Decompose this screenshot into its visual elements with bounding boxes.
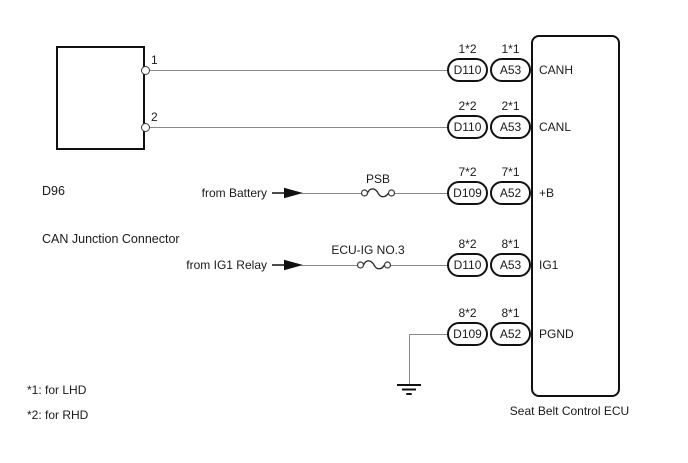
wire-pgnd-drop <box>409 334 410 385</box>
connector-oval: A53 <box>490 253 531 277</box>
junction-pin1-terminal <box>141 66 150 75</box>
fuse-label-ecu-ig: ECU-IG NO.3 <box>331 243 405 257</box>
connector-oval: D109 <box>447 322 488 346</box>
junction-id: D96 <box>42 184 65 198</box>
fuse-label-psb: PSB <box>365 172 390 186</box>
pin-tag: 8*2 <box>458 306 477 320</box>
pin-tag: 7*2 <box>458 165 477 179</box>
connector-oval: A53 <box>490 58 531 82</box>
connector-oval: D110 <box>447 115 488 139</box>
junction-pin2-terminal <box>141 123 150 132</box>
pin-tag: 1*2 <box>458 42 477 56</box>
ecu-pin-label: IG1 <box>539 258 559 272</box>
wire-pgnd <box>409 334 449 335</box>
junction-pin1-number: 1 <box>151 53 158 67</box>
connector-oval: D109 <box>447 181 488 205</box>
flow-arrow-icon <box>272 187 303 199</box>
pin-tag: 2*2 <box>458 99 477 113</box>
ecu-pin-label: +B <box>539 186 555 200</box>
ecu-pin-label: CANH <box>539 63 574 77</box>
fuse-icon <box>360 187 396 199</box>
connector-oval: A52 <box>490 181 531 205</box>
pin-tag: 2*1 <box>501 99 520 113</box>
ecu-box <box>531 35 620 397</box>
connector-oval: A52 <box>490 322 531 346</box>
ecu-pin-label: PGND <box>539 327 574 341</box>
pin-tag: 1*1 <box>501 42 520 56</box>
fuse-icon <box>356 259 392 271</box>
junction-pin2-number: 2 <box>151 110 158 124</box>
junction-label: D96 CAN Junction Connector <box>42 151 180 279</box>
source-label-ig1-relay: from IG1 Relay <box>186 258 267 272</box>
pin-tag: 7*1 <box>501 165 520 179</box>
pin-tag: 8*2 <box>458 237 477 251</box>
junction-connector-box <box>56 46 145 150</box>
ecu-pin-label: CANL <box>539 120 572 134</box>
junction-name: CAN Junction Connector <box>42 232 180 246</box>
connector-oval: D110 <box>447 58 488 82</box>
ground-icon <box>397 384 421 395</box>
flow-arrow-icon <box>272 259 303 271</box>
connector-oval: A53 <box>490 115 531 139</box>
footnote-lhd: *1: for LHD <box>27 383 87 397</box>
footnote-rhd: *2: for RHD <box>27 408 89 422</box>
pin-tag: 8*1 <box>501 306 520 320</box>
wire-canl <box>149 127 449 128</box>
pin-tag: 8*1 <box>501 237 520 251</box>
connector-oval: D110 <box>447 253 488 277</box>
ecu-label: Seat Belt Control ECU <box>509 404 630 418</box>
wire-canh <box>149 70 449 71</box>
source-label-battery: from Battery <box>201 186 267 200</box>
